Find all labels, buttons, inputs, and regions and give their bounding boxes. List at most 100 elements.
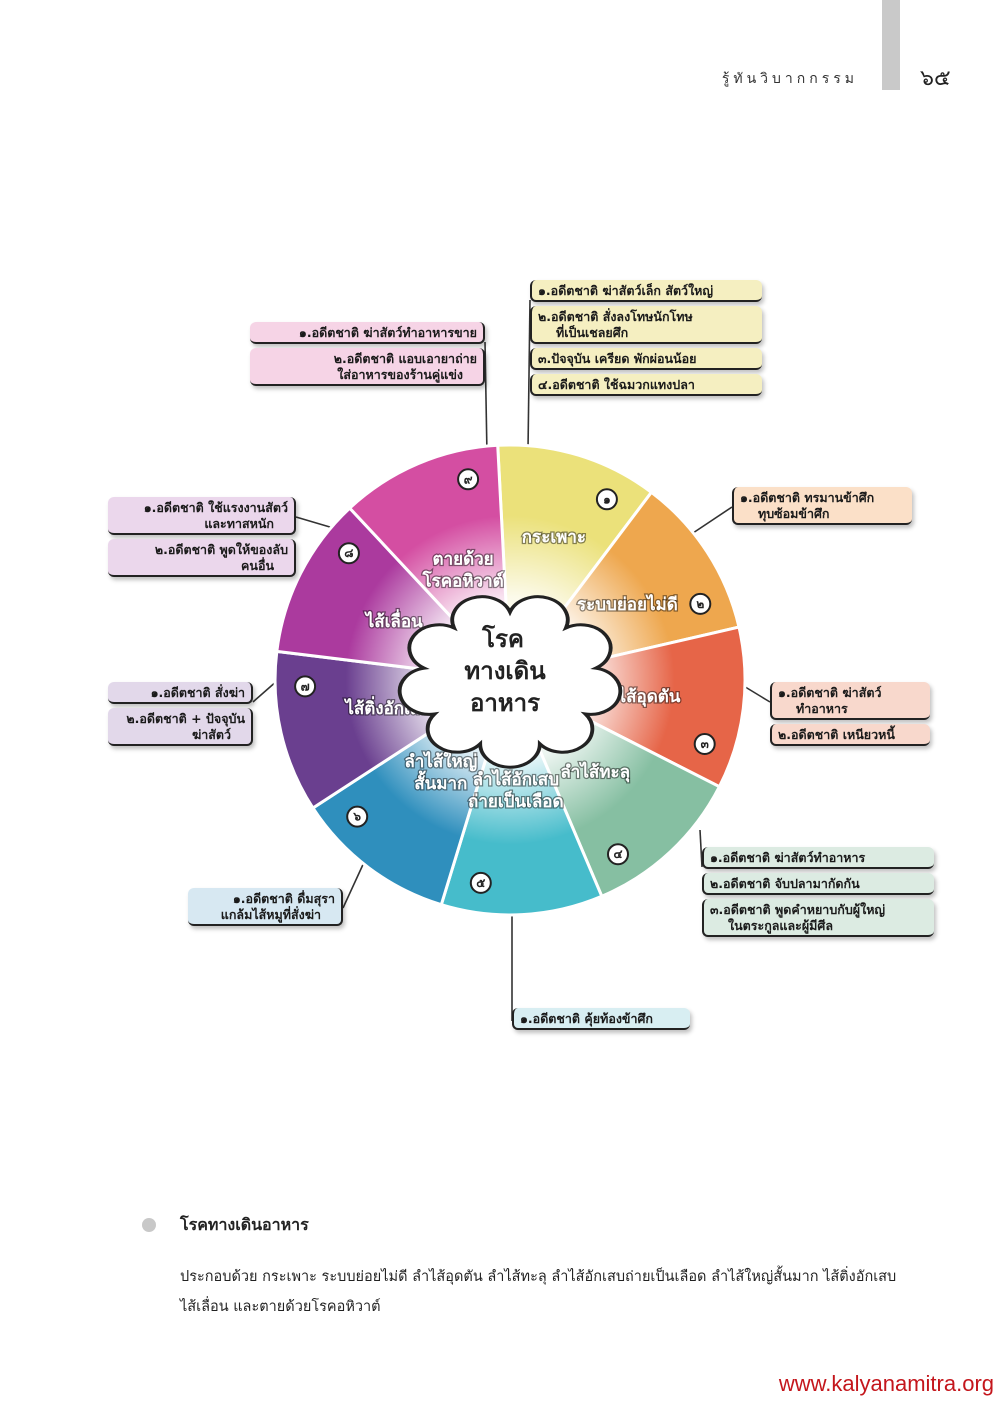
segment-label: กระเพาะ xyxy=(522,528,586,548)
callout-item: ๑.อดีตชาติ ฆ่าสัตว์ทำอาหารขาย xyxy=(250,322,485,344)
callout-text: ๑.อดีตชาติ ฆ่าสัตว์ทำอาหารขาย xyxy=(298,325,477,340)
segment-label: ไส้เลื่อน xyxy=(364,609,423,632)
segment-label: ลำไส้ทะลุ xyxy=(560,761,630,782)
callout-item: ๓.อดีตชาติ พูดคำหยาบกับผู้ใหญ่ในตระกูลแล… xyxy=(702,899,934,937)
callout-text: ทำอาหาร xyxy=(796,701,848,716)
segment-number: ๖ xyxy=(352,810,361,824)
callout-text: คนอื่น xyxy=(241,558,274,573)
callout-text: ใส่อาหารของร้านคู่แข่ง xyxy=(337,367,463,382)
leader-line xyxy=(252,679,279,703)
segment-number-badge: ๗ xyxy=(294,675,317,698)
segment-label: ลำไส้อุดตัน xyxy=(598,686,681,707)
callout-item: ๔.อดีตชาติ ใช้ฉมวกแทงปลา xyxy=(530,374,762,396)
callout-text: ฆ่าสัตว์ xyxy=(191,727,231,742)
callout-text: และทาสหนัก xyxy=(204,516,274,531)
callout-item: ๒.อดีตชาติ แอบเอายาถ่ายใส่อาหารของร้านคู… xyxy=(250,348,485,386)
segment-number-badge: ๓ xyxy=(693,733,716,755)
segment-number-badge: ๙ xyxy=(457,468,480,491)
wheel-segment-1 xyxy=(496,443,654,685)
segment-number: ๙ xyxy=(464,472,473,486)
callout-text: ในตระกูลและผู้มีศีล xyxy=(728,918,834,933)
segment-number-badge: ๒ xyxy=(689,592,712,615)
segment-number: ๒ xyxy=(696,597,704,611)
segment-number: ๗ xyxy=(301,679,310,693)
segment-number-badge: ๖ xyxy=(346,805,369,828)
section-body: ประกอบด้วย กระเพาะ ระบบย่อยไม่ดี ลำไส้อุ… xyxy=(180,1269,897,1315)
callout-item: ๑.อดีตชาติ ดื่มสุราแกล้มไส้หมูที่สั่งฆ่า xyxy=(188,888,343,926)
callout-box-8: ๑.อดีตชาติ ใช้แรงงานสัตว์และทาสหนัก๒.อดี… xyxy=(108,497,296,581)
callout-text: ๑.อดีตชาติ สั่งฆ่า xyxy=(150,685,245,700)
wheel-segment-2 xyxy=(506,490,741,683)
callout-box-7: ๑.อดีตชาติ สั่งฆ่า๒.อดีตชาติ + ปัจจุบันฆ… xyxy=(108,682,253,750)
callout-item: ๒.อดีตชาติ + ปัจจุบันฆ่าสัตว์ xyxy=(108,708,253,746)
header-bar xyxy=(882,0,900,90)
callout-item: ๑.อดีตชาติ คุ้ยท้องข้าศึก xyxy=(512,1008,690,1030)
center-line-2: ทางเดิน xyxy=(464,657,546,685)
callout-box-9: ๑.อดีตชาติ ฆ่าสัตว์ทำอาหารขาย๒.อดีตชาติ … xyxy=(250,322,485,390)
callout-text: ๒.อดีตชาติ จับปลามากัดกัน xyxy=(710,876,860,891)
callout-text: ๑.อดีตชาติ คุ้ยท้องข้าศึก xyxy=(520,1011,654,1026)
callout-text: ๑.อดีตชาติ ทรมานข้าศึก xyxy=(740,490,875,505)
callout-text: ๑.อดีตชาติ ใช้แรงงานสัตว์ xyxy=(143,500,288,515)
callout-text: ๑.อดีตชาติ ฆ่าสัตว์ xyxy=(778,685,882,700)
segment-label: ลำไส้อักเสบ xyxy=(473,769,559,790)
callout-box-1: ๑.อดีตชาติ ฆ่าสัตว์เล็ก สัตว์ใหญ่๒.อดีตช… xyxy=(530,280,762,400)
callout-item: ๒.อดีตชาติ พูดให้ของลับคนอื่น xyxy=(108,539,296,577)
callout-box-4: ๑.อดีตชาติ ฆ่าสัตว์ทำอาหาร๒.อดีตชาติ จับ… xyxy=(702,847,934,941)
book-title: รู้ทันวิบากกรรม xyxy=(721,71,858,87)
callout-box-6: ๑.อดีตชาติ ดื่มสุราแกล้มไส้หมูที่สั่งฆ่า xyxy=(188,888,343,930)
callout-box-3: ๑.อดีตชาติ ฆ่าสัตว์ทำอาหาร๒.อดีตชาติ เหน… xyxy=(770,682,930,750)
segment-label: ถ่ายเป็นเลือด xyxy=(468,789,564,812)
callout-item: ๑.อดีตชาติ ใช้แรงงานสัตว์และทาสหนัก xyxy=(108,497,296,535)
callout-item: ๑.อดีตชาติ ฆ่าสัตว์เล็ก สัตว์ใหญ่ xyxy=(530,280,762,302)
leader-line xyxy=(484,341,488,456)
callout-item: ๒.อดีตชาติ จับปลามากัดกัน xyxy=(702,873,934,895)
callout-text: ๑.อดีตชาติ ดื่มสุรา xyxy=(232,891,335,906)
wheel-segment-3 xyxy=(505,625,747,789)
callout-item: ๒.อดีตชาติ เหนียวหนี้ xyxy=(770,724,930,746)
wheel-segment-7 xyxy=(273,649,515,811)
callout-text: ที่เป็นเชลยศึก xyxy=(556,325,629,340)
callout-text: ๑.อดีตชาติ ฆ่าสัตว์ทำอาหาร xyxy=(710,850,866,865)
segment-number: ๑ xyxy=(603,492,611,506)
callout-text: ๒.อดีตชาติ เหนียวหนี้ xyxy=(778,727,895,742)
callout-item: ๒.อดีตชาติ สั่งลงโทษนักโทษที่เป็นเชลยศึก xyxy=(530,306,762,344)
segment-number-badge: ๔ xyxy=(607,843,629,866)
segment-number-badge: ๕ xyxy=(469,871,492,894)
callout-item: ๓.ปัจจุบัน เครียด พักผ่อนน้อย xyxy=(530,348,762,370)
segment-number: ๔ xyxy=(613,847,622,861)
wheel-segment-4 xyxy=(507,676,722,899)
callout-item: ๑.อดีตชาติ ฆ่าสัตว์ทำอาหาร xyxy=(702,847,934,869)
callout-text: ๒.อดีตชาติ แอบเอายาถ่าย xyxy=(333,351,477,366)
footer-url: www.kalyanamitra.org xyxy=(778,1371,994,1396)
callout-item: ๑.อดีตชาติ ทรมานข้าศึกทุบซ้อมข้าศึก xyxy=(732,487,912,525)
callout-text: แกล้มไส้หมูที่สั่งฆ่า xyxy=(220,907,321,922)
callout-text: ๓.ปัจจุบัน เครียด พักผ่อนน้อย xyxy=(538,351,697,366)
segment-label: ลำไส้ใหญ่ xyxy=(404,751,477,772)
segment-number: ๕ xyxy=(476,876,485,890)
callout-item: ๑.อดีตชาติ ฆ่าสัตว์ทำอาหาร xyxy=(770,682,930,720)
callout-text: ๒.อดีตชาติ + ปัจจุบัน xyxy=(126,711,245,726)
callout-text: ๔.อดีตชาติ ใช้ฉมวกแทงปลา xyxy=(538,377,695,392)
segment-number: ๘ xyxy=(344,546,353,560)
wheel-segment-8 xyxy=(275,505,514,682)
callout-text: ๒.อดีตชาติ พูดให้ของลับ xyxy=(154,542,288,557)
wheel-segment-6 xyxy=(310,676,513,907)
bullet-icon xyxy=(142,1218,156,1232)
segment-number-badge: ๘ xyxy=(337,542,360,565)
segment-label: สั้นมาก xyxy=(414,770,467,794)
segment-label: ระบบย่อยไม่ดี xyxy=(577,594,678,615)
segment-label: ไส้ติ่งอักเสบ xyxy=(343,696,431,719)
segment-label: โรคอหิวาต์ xyxy=(422,571,504,592)
callout-text: ๒.อดีตชาติ สั่งลงโทษนักโทษ xyxy=(538,309,693,324)
center-cloud: โรค ทางเดิน อาหาร xyxy=(397,595,623,769)
wheel-segment-5 xyxy=(439,675,604,917)
wheel-segment-9 xyxy=(347,443,512,685)
segment-number-badge: ๑ xyxy=(595,488,618,511)
segment-number: ๓ xyxy=(701,737,709,751)
segment-label: ตายด้วย xyxy=(433,550,494,570)
callout-text: ๓.อดีตชาติ พูดคำหยาบกับผู้ใหญ่ xyxy=(710,902,886,917)
section-title: โรคทางเดินอาหาร xyxy=(180,1215,309,1234)
callout-text: ๑.อดีตชาติ ฆ่าสัตว์เล็ก สัตว์ใหญ่ xyxy=(538,283,714,298)
center-line-3: อาหาร xyxy=(470,689,540,717)
